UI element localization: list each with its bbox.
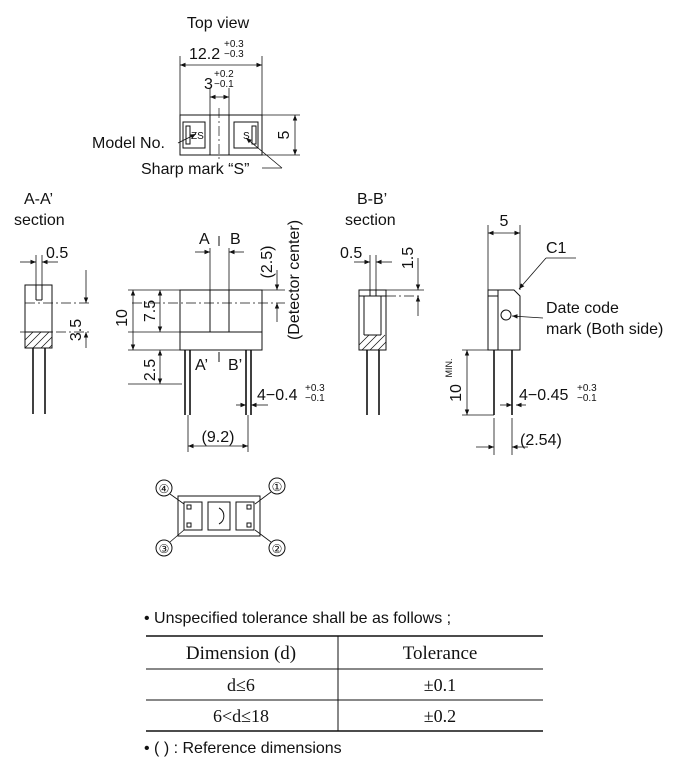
front-label-a-prime: A’	[195, 357, 208, 374]
side-width-dim: 5	[487, 213, 521, 290]
side-width-value: 5	[500, 213, 509, 230]
top-width-value: 12.2	[189, 46, 220, 63]
front-view: A B A’ B’ (2.5) (D	[114, 220, 325, 452]
front-pins-tol-plus: +0.3	[305, 383, 325, 394]
tolerance-section: • Unspecified tolerance shall be as foll…	[144, 610, 543, 757]
section-aa-body	[20, 284, 92, 414]
section-bb-body	[358, 289, 420, 415]
top-mark-left: ZS	[191, 131, 204, 142]
section-aa-title-1: A-A’	[24, 191, 53, 208]
tolerance-note: • Unspecified tolerance shall be as foll…	[144, 610, 451, 627]
front-pin-width-dim: 4−0.4 +0.3 −0.1	[236, 383, 325, 408]
pin-4-label: ④	[159, 482, 170, 496]
front-total-height: 10	[114, 309, 131, 327]
front-ab-prime-labels: A’ B’	[195, 352, 242, 374]
pin-3-label: ③	[159, 542, 170, 556]
top-height-dimension: 5	[262, 114, 300, 156]
front-detector-offset: (2.5)	[259, 246, 276, 279]
front-pin-span: (9.2)	[202, 429, 235, 446]
front-body	[132, 289, 285, 415]
reference-note: • ( ) : Reference dimensions	[144, 740, 342, 757]
front-pins-value: 4−0.4	[257, 387, 298, 404]
side-callouts: C1 Date code mark (Both side)	[511, 240, 663, 338]
section-bb-width-dim: 0.5	[340, 245, 392, 290]
table-row-2-tolerance: ±0.2	[424, 706, 456, 726]
pin-2-label: ②	[272, 542, 283, 556]
table-row-2-dimension: 6<d≤18	[213, 706, 269, 726]
side-view: 5 C1 Date code mark (Both side) 10 MIN.	[444, 213, 663, 455]
top-gap-dimension: 3 +0.2 −0.1	[204, 69, 234, 118]
top-body: ZS S	[179, 108, 263, 162]
model-no-label: Model No.	[92, 135, 165, 152]
top-height-value: 5	[276, 130, 293, 139]
front-detector-dim: (2.5) (Detector center)	[259, 220, 303, 340]
section-aa-title-2: section	[14, 212, 65, 229]
front-label-b-prime: B’	[228, 357, 242, 374]
front-ab-labels: A B	[195, 231, 244, 290]
section-aa-width-dim: 0.5	[20, 245, 68, 285]
top-width-tol-plus: +0.3	[224, 39, 244, 50]
front-pins-tol-minus: −0.1	[305, 393, 325, 404]
section-bb-height-dim: 1.5	[386, 247, 424, 316]
side-pins-tol-minus: −0.1	[577, 393, 597, 404]
table-row-1-dimension: d≤6	[227, 675, 255, 695]
side-date-code-2: mark (Both side)	[546, 321, 663, 338]
section-aa-height-value: 3.5	[68, 319, 85, 341]
section-aa: A-A’ section 0.5	[14, 191, 92, 414]
section-aa-height-dim: 3.5	[68, 270, 89, 348]
table-row-1-tolerance: ±0.1	[424, 675, 456, 695]
side-body	[487, 289, 521, 415]
front-left-dims: 10 7.5 2.5	[114, 289, 182, 385]
side-pin-width-dim: 4−0.45 +0.3 −0.1	[500, 383, 597, 408]
top-view-title: Top view	[187, 15, 250, 32]
section-bb-title-1: B-B’	[357, 191, 387, 208]
top-gap-value: 3	[204, 76, 213, 93]
sharp-mark-label: Sharp mark “S”	[141, 161, 249, 178]
top-width-dimension: 12.2 +0.3 −0.3	[179, 39, 263, 115]
section-bb-title-2: section	[345, 212, 396, 229]
pin-1-label: ①	[272, 480, 283, 494]
table-header-dimension: Dimension (d)	[186, 643, 296, 664]
table-header-tolerance: Tolerance	[403, 643, 478, 664]
section-bb-width-value: 0.5	[340, 245, 362, 262]
side-pins-tol-plus: +0.3	[577, 383, 597, 394]
side-chamfer: C1	[546, 240, 567, 257]
tolerance-table: Dimension (d) Tolerance d≤6 ±0.1 6<d≤18 …	[146, 635, 543, 732]
pin-view: ④ ① ③ ②	[155, 477, 286, 557]
side-pitch: (2.54)	[520, 432, 562, 449]
section-bb: B-B’ section 0.5	[340, 191, 424, 415]
top-width-tol-minus: −0.3	[224, 49, 244, 60]
front-lower-height: 2.5	[142, 359, 159, 381]
top-gap-tol-plus: +0.2	[214, 69, 234, 80]
section-aa-width-value: 0.5	[46, 245, 68, 262]
side-pins-value: 4−0.45	[519, 387, 568, 404]
front-label-a: A	[199, 231, 210, 248]
side-pitch-dim: (2.54)	[476, 418, 562, 455]
side-lead-length-min: MIN.	[444, 359, 454, 378]
side-lead-length-dim: 10 MIN.	[444, 349, 494, 416]
side-lead-length: 10	[448, 384, 465, 402]
front-detector-label: (Detector center)	[286, 220, 303, 340]
front-pin-span-dim: (9.2)	[187, 415, 249, 452]
top-view: Top view 12.2 +0.3 −0.3 3 +0.2 −0.1 ZS	[92, 15, 300, 178]
side-date-code-1: Date code	[546, 300, 619, 317]
front-upper-height: 7.5	[142, 300, 159, 322]
section-bb-height-value: 1.5	[400, 247, 417, 269]
top-gap-tol-minus: −0.1	[214, 79, 234, 90]
top-mark-right: S	[243, 131, 250, 142]
top-callouts: Model No. Sharp mark “S”	[92, 133, 283, 178]
front-label-b: B	[230, 231, 241, 248]
